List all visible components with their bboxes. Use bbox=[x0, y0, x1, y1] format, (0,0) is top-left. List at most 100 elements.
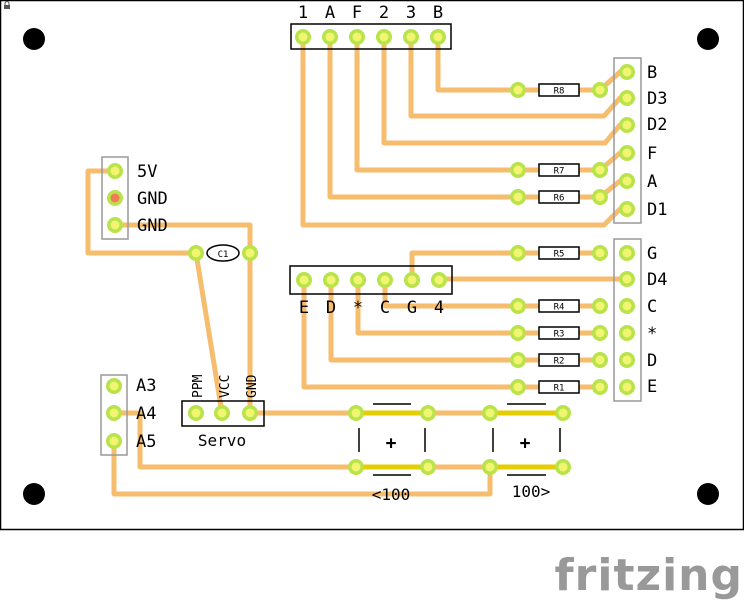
pad bbox=[510, 82, 526, 98]
pad-hole bbox=[513, 328, 523, 338]
pad bbox=[242, 245, 258, 261]
pad-hole bbox=[109, 436, 119, 446]
pad bbox=[376, 29, 392, 45]
pad bbox=[106, 378, 122, 394]
pad-hole bbox=[513, 192, 523, 202]
pad-hole bbox=[558, 462, 568, 472]
right-top-label: D2 bbox=[647, 115, 667, 135]
pad bbox=[482, 459, 498, 475]
pad-hole bbox=[595, 328, 605, 338]
pad bbox=[592, 379, 608, 395]
trace bbox=[381, 34, 623, 146]
pad bbox=[403, 29, 419, 45]
right-bottom-label: D4 bbox=[647, 270, 667, 290]
pad-hole bbox=[513, 248, 523, 258]
pad-hole bbox=[351, 462, 361, 472]
fritzing-watermark: fritzing bbox=[555, 550, 743, 600]
pad bbox=[350, 272, 366, 288]
pad bbox=[106, 433, 122, 449]
middle-header-label: G bbox=[407, 298, 417, 318]
pad-hole bbox=[622, 301, 632, 311]
middle-header-label: D bbox=[326, 298, 336, 318]
pad-hole bbox=[380, 275, 390, 285]
pad bbox=[619, 379, 635, 395]
pad bbox=[188, 405, 204, 421]
right-bottom-label: E bbox=[647, 377, 657, 397]
resistor-label: R3 bbox=[554, 330, 565, 340]
pad bbox=[107, 217, 123, 233]
pad-hole bbox=[622, 148, 632, 158]
pad-hole bbox=[326, 275, 336, 285]
pad bbox=[482, 405, 498, 421]
right-top-label: B bbox=[647, 63, 657, 83]
pad-hole bbox=[485, 408, 495, 418]
pad-hole bbox=[109, 381, 119, 391]
top-header-label: 1 bbox=[298, 3, 308, 23]
pad-hole bbox=[622, 176, 632, 186]
pad bbox=[348, 459, 364, 475]
pad bbox=[619, 201, 635, 217]
resistor-body bbox=[538, 326, 580, 340]
trace bbox=[436, 276, 623, 283]
pad bbox=[107, 190, 123, 206]
top-header-label: 3 bbox=[406, 3, 416, 23]
right-bottom-header-labels: G D4 C * D E bbox=[647, 244, 667, 397]
pad bbox=[295, 29, 311, 45]
pad-hole bbox=[298, 32, 308, 42]
button-caption: <100 bbox=[372, 485, 411, 504]
pad bbox=[188, 245, 204, 261]
resistor-label: R8 bbox=[554, 87, 565, 97]
pad-hole bbox=[423, 462, 433, 472]
resistor-body bbox=[538, 353, 580, 367]
pad-hole bbox=[595, 85, 605, 95]
servo-pin-label: PPM bbox=[191, 374, 206, 398]
pad bbox=[242, 405, 258, 421]
pad-hole bbox=[622, 248, 632, 258]
pad-hole bbox=[622, 274, 632, 284]
pad-hole bbox=[622, 328, 632, 338]
capacitor-label: C1 bbox=[218, 250, 229, 260]
trace bbox=[112, 222, 253, 256]
button-symbol: + bbox=[386, 433, 397, 454]
power-header-housing bbox=[101, 156, 129, 240]
pad bbox=[619, 117, 635, 133]
trace bbox=[354, 34, 521, 173]
pad-hole bbox=[379, 32, 389, 42]
resistor-label: R4 bbox=[554, 303, 565, 313]
analog-header-housing bbox=[100, 374, 128, 456]
pad bbox=[555, 459, 571, 475]
right-bottom-header-housing bbox=[613, 238, 642, 402]
pad-hole bbox=[353, 275, 363, 285]
right-top-header-labels: B D3 D2 F A D1 bbox=[647, 63, 667, 220]
pad-hole bbox=[513, 85, 523, 95]
mounting-hole bbox=[23, 483, 45, 505]
pad bbox=[592, 325, 608, 341]
right-bottom-label: D bbox=[647, 351, 657, 371]
pad-hole bbox=[325, 32, 335, 42]
pad-hole bbox=[485, 462, 495, 472]
pad bbox=[349, 29, 365, 45]
analog-header-labels: A3 A4 A5 bbox=[136, 376, 156, 452]
pad-hole bbox=[109, 408, 119, 418]
pad-hole bbox=[595, 301, 605, 311]
top-header-housing bbox=[290, 23, 452, 50]
pad bbox=[510, 325, 526, 341]
pad-hole bbox=[622, 204, 632, 214]
right-top-label: D1 bbox=[647, 200, 667, 220]
pad bbox=[619, 90, 635, 106]
right-bottom-label: G bbox=[647, 244, 657, 264]
resistor-body bbox=[538, 83, 580, 97]
pad-hole bbox=[191, 408, 201, 418]
right-top-label: A bbox=[647, 172, 657, 192]
pad-hole bbox=[423, 408, 433, 418]
top-header-label: B bbox=[433, 3, 443, 23]
pad-hole bbox=[595, 355, 605, 365]
pad bbox=[377, 272, 393, 288]
pad bbox=[510, 162, 526, 178]
pad bbox=[510, 379, 526, 395]
top-header-labels: 1 A F 2 3 B bbox=[298, 3, 443, 23]
top-header-label: A bbox=[325, 3, 335, 23]
resistor: R2 bbox=[538, 353, 580, 367]
pad bbox=[619, 173, 635, 189]
